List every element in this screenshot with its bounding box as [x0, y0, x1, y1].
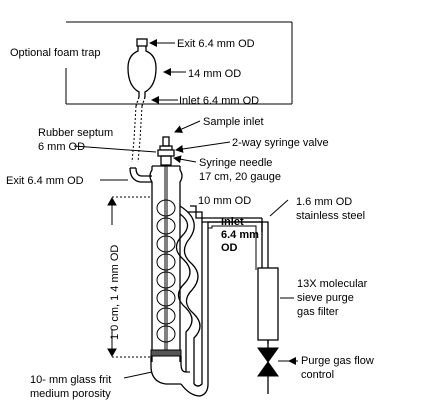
label-purge-control: control: [301, 369, 334, 381]
label-frit-porosity: medium porosity: [30, 388, 111, 400]
bubble: [156, 307, 176, 325]
label-filter-2: sieve purge: [297, 292, 354, 304]
bubble: [156, 217, 176, 235]
label-inlet-mid-size: 6.4 mm: [221, 229, 259, 241]
bubble: [156, 253, 176, 271]
label-vertical-dimension: 1 0 cm, 1 4 mm OD: [109, 245, 121, 340]
label-10mm-od: 10 mm OD: [198, 195, 251, 207]
bubble: [156, 325, 176, 343]
sieve-filter: [257, 267, 279, 344]
label-filter-3: gas filter: [297, 306, 339, 318]
foam-trap-connector: [131, 105, 143, 163]
label-stainless-od: 1.6 mm OD: [296, 196, 352, 208]
label-syringe-needle: Syringe needle: [199, 157, 272, 169]
vertical-dimension: [107, 196, 150, 358]
bubble: [156, 271, 176, 289]
label-inlet-top: Inlet 6.4 mm OD: [179, 95, 259, 107]
exit-elbow: [129, 167, 152, 183]
bubble: [156, 235, 176, 253]
label-rubber-septum: Rubber septum: [38, 127, 113, 139]
purge-arrow-head: [288, 357, 296, 365]
outer-tube: [175, 205, 209, 397]
sample-inlet-assembly: [157, 136, 175, 166]
label-exit-top: Exit 6.4 mm OD: [177, 38, 255, 50]
label-exit-left: Exit 6.4 mm OD: [6, 175, 84, 187]
flow-control-valve: [257, 347, 279, 394]
label-rubber-septum-od: 6 mm OD: [38, 141, 85, 153]
sparging-column: [149, 165, 183, 362]
label-sample-inlet: Sample inlet: [203, 116, 264, 128]
label-inlet-mid-od: OD: [221, 242, 238, 254]
label-foam-trap: Optional foam trap: [10, 47, 101, 59]
label-purge-flow: Purge gas flow: [301, 355, 374, 367]
label-syringe-needle-size: 17 cm, 20 gauge: [199, 171, 281, 183]
label-inlet-mid: Inlet: [221, 216, 244, 228]
label-stainless-steel: stainless steel: [296, 210, 365, 222]
label-two-way-valve: 2-way syringe valve: [232, 137, 329, 149]
bubble: [156, 289, 176, 307]
foam-trap-box: [65, 21, 293, 105]
label-glass-frit: 10- mm glass frit: [30, 374, 111, 386]
label-filter-1: 13X molecular: [297, 278, 368, 290]
label-14mm-od: 14 mm OD: [188, 68, 241, 80]
gas-bubbles: [156, 199, 176, 343]
bubble: [156, 199, 176, 217]
foam-trap-bulb: [127, 38, 157, 107]
glass-frit: [150, 349, 190, 385]
